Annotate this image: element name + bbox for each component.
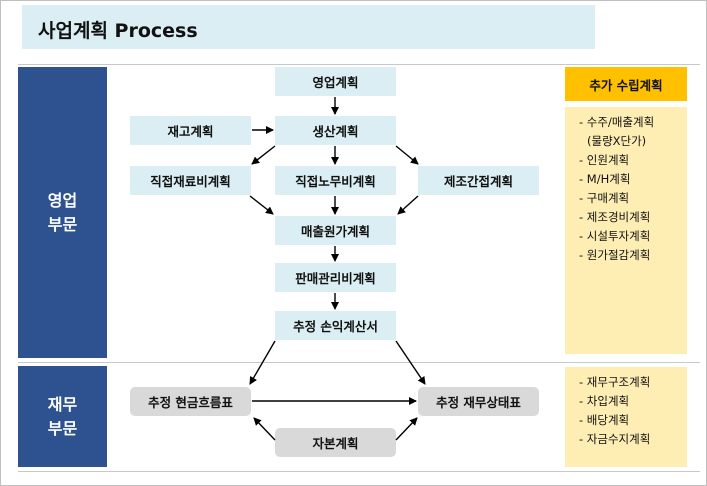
sales-plan-item: - 원가절감계획 — [579, 248, 651, 262]
node-capital-plan: 자본계획 — [275, 428, 396, 457]
additional-plans-header: 추가 수립계획 — [565, 67, 687, 101]
title-bar: 사업계획 Process — [22, 5, 595, 49]
arrow-production-to-overhead — [395, 145, 419, 165]
sales-plan-item: - 수주/매출계획 — [579, 115, 655, 129]
bottom-divider — [18, 471, 700, 472]
node-inventory-plan: 재고계획 — [130, 116, 251, 145]
sales-plan-item: - 구매계획 — [579, 191, 630, 205]
node-estimated-balance-sheet: 추정 재무상태표 — [418, 387, 539, 416]
finance-section-label: 재무 부문 — [18, 366, 107, 467]
section-divider — [18, 362, 700, 363]
finance-plan-item: - 배당계획 — [579, 413, 630, 427]
finance-plan-item: - 차입계획 — [579, 394, 630, 408]
finance-plan-item: - 자금수지계획 — [579, 432, 651, 446]
arrow-production-to-material — [251, 145, 276, 165]
node-direct-labor-plan: 직접노무비계획 — [275, 166, 396, 195]
node-overhead-plan: 제조간접계획 — [418, 166, 539, 195]
sales-plan-item: - 시설투자계획 — [579, 229, 651, 243]
node-cost-of-sales-plan: 매출원가계획 — [275, 216, 396, 245]
node-estimated-cashflow-statement: 추정 현금흐름표 — [130, 387, 251, 416]
finance-additional-plans: - 재무구조계획 - 차입계획 - 배당계획 - 자금수지계획 — [565, 367, 687, 467]
node-sga-plan: 판매관리비계획 — [275, 263, 396, 292]
arrow-capital-to-balance — [395, 417, 418, 441]
page-title: 사업계획 Process — [38, 20, 198, 42]
top-divider — [18, 64, 700, 65]
sales-plan-item: (물량X단가) — [587, 134, 647, 148]
arrow-capital-to-cashflow — [253, 417, 276, 441]
sales-section-label: 영업 부문 — [18, 67, 107, 358]
sales-plan-item: - M/H계획 — [579, 172, 631, 186]
node-production-plan: 생산계획 — [275, 116, 396, 145]
finance-plan-item: - 재무구조계획 — [579, 375, 651, 389]
sales-plan-item: - 제조경비계획 — [579, 210, 651, 224]
arrow-material-to-cost — [249, 195, 274, 215]
arrow-income-to-balance — [395, 340, 426, 385]
sales-additional-plans: - 수주/매출계획 (물량X단가) - 인원계획 - M/H계획 - 구매계획 - 제조경… — [565, 107, 687, 354]
node-sales-plan: 영업계획 — [275, 67, 396, 96]
arrow-overhead-to-cost — [397, 195, 419, 215]
sales-plan-item: - 인원계획 — [579, 153, 630, 167]
arrow-income-to-cashflow — [249, 340, 276, 385]
node-estimated-income-statement: 추정 손익계산서 — [275, 311, 396, 340]
node-direct-material-plan: 직접재료비계획 — [130, 166, 251, 195]
